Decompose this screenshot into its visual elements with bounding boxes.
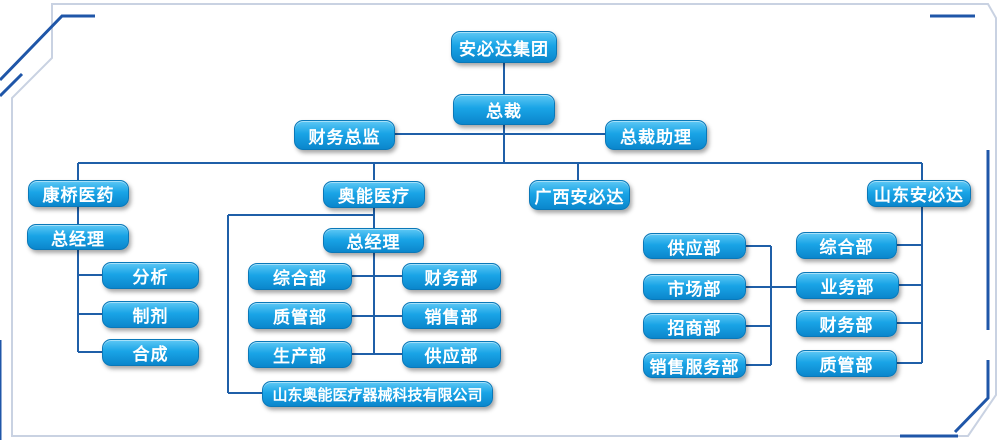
node-aoneng-unit: 综合部: [248, 263, 352, 290]
node-aoneng-unit: 供应部: [402, 341, 501, 368]
node-group: 安必达集团: [451, 31, 557, 63]
node-aoneng-unit: 质管部: [248, 302, 352, 329]
node-shandong-unit: 综合部: [796, 232, 897, 259]
node-shandong: 山东安必达: [867, 180, 971, 207]
node-aoneng-manager: 总经理: [323, 228, 424, 253]
node-aoneng-unit: 生产部: [248, 341, 352, 368]
node-kangqiao-unit: 合成: [102, 339, 199, 366]
node-kangqiao-manager: 总经理: [27, 224, 129, 250]
node-shandong-unit: 业务部: [796, 272, 899, 299]
node-shandong-unit: 质管部: [796, 350, 897, 377]
node-kangqiao-unit: 分析: [102, 262, 199, 289]
node-guangxi: 广西安必达: [529, 180, 630, 210]
node-finance-director: 财务总监: [294, 120, 395, 150]
node-president-assistant: 总裁助理: [605, 120, 707, 150]
node-shandong-unit: 招商部: [643, 313, 746, 339]
node-aoneng-unit: 财务部: [402, 263, 501, 290]
node-shandong-unit: 财务部: [796, 310, 897, 337]
node-shandong-unit: 市场部: [643, 274, 746, 300]
node-aoneng: 奥能医疗: [323, 181, 425, 208]
node-shandong-unit: 供应部: [643, 233, 746, 259]
node-shandong-unit: 销售服务部: [643, 352, 746, 378]
node-kangqiao-unit: 制剂: [102, 301, 199, 328]
node-aoneng-subsidiary: 山东奥能医疗器械科技有限公司: [262, 381, 493, 407]
node-kangqiao: 康桥医药: [28, 180, 129, 207]
node-president: 总裁: [453, 94, 555, 125]
node-aoneng-unit: 销售部: [402, 302, 501, 329]
